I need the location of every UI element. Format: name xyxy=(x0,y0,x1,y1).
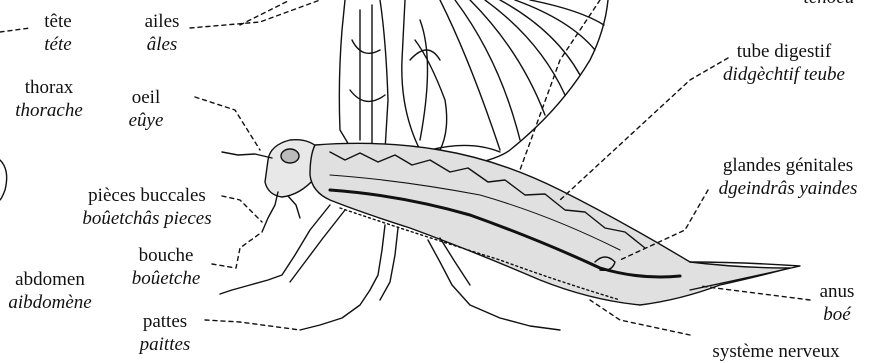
label-abdomen: abdomen aibdomène xyxy=(0,268,100,314)
left-edge-shape xyxy=(0,160,7,200)
leader-anus xyxy=(700,286,810,300)
label-tete-french: tête xyxy=(30,10,86,33)
label-thorax-french: thorax xyxy=(4,76,94,99)
label-abdomen-french: abdomen xyxy=(0,268,100,291)
wing-right xyxy=(402,0,608,166)
label-ailes-french: ailes xyxy=(130,10,194,33)
label-tete: tête téte xyxy=(30,10,86,56)
leader-pattes xyxy=(205,320,300,330)
label-tube-french: tube digestif xyxy=(700,40,868,63)
label-anus: anus boé xyxy=(808,280,866,326)
label-glandes-french: glandes génitales xyxy=(706,154,870,177)
label-tube-jerriais: didgèchtif teube xyxy=(700,63,868,86)
insect-mouthparts xyxy=(262,192,300,232)
label-anus-french: anus xyxy=(808,280,866,303)
label-coeur-jerriais: tchoeu xyxy=(790,0,868,9)
label-oeil-french: oeil xyxy=(116,86,176,109)
label-systeme-nerveux: système nerveux xyxy=(688,340,864,363)
label-abdomen-jerriais: aibdomène xyxy=(0,291,100,314)
label-coeur: tchoeu xyxy=(790,0,868,9)
label-pieces-jerriais: boûetchâs pieces xyxy=(68,207,226,230)
label-bouche-jerriais: boûetche xyxy=(122,267,210,290)
label-glandes-genitales: glandes génitales dgeindrâs yaindes xyxy=(706,154,870,200)
label-ailes-jerriais: âles xyxy=(130,33,194,56)
label-oeil: oeil eûye xyxy=(116,86,176,132)
leg-middle xyxy=(300,225,398,330)
leader-tete xyxy=(0,28,30,32)
leg-front xyxy=(220,205,345,294)
leader-pieces xyxy=(222,196,262,222)
label-ailes: ailes âles xyxy=(130,10,194,56)
label-oeil-jerriais: eûye xyxy=(116,109,176,132)
leader-ailes xyxy=(190,0,320,28)
label-systeme-french: système nerveux xyxy=(688,340,864,363)
leader-bouche xyxy=(212,232,262,268)
insect-antenna xyxy=(222,152,272,158)
label-tete-jerriais: téte xyxy=(30,33,86,56)
label-bouche: bouche boûetche xyxy=(122,244,210,290)
label-pattes-french: pattes xyxy=(126,310,204,333)
label-glandes-jerriais: dgeindrâs yaindes xyxy=(706,177,870,200)
label-pattes-jerriais: paittes xyxy=(126,333,204,356)
label-thorax-jerriais: thorache xyxy=(4,99,94,122)
wing-left xyxy=(339,0,388,153)
label-anus-jerriais: boé xyxy=(808,303,866,326)
leader-oeil xyxy=(195,97,260,150)
insect-eye xyxy=(281,149,299,163)
label-pieces-french: pièces buccales xyxy=(68,184,226,207)
label-pattes: pattes paittes xyxy=(126,310,204,356)
label-pieces-buccales: pièces buccales boûetchâs pieces xyxy=(68,184,226,230)
leader-ailes-2 xyxy=(240,0,290,25)
label-bouche-french: bouche xyxy=(122,244,210,267)
label-thorax: thorax thorache xyxy=(4,76,94,122)
label-tube-digestif: tube digestif didgèchtif teube xyxy=(700,40,868,86)
